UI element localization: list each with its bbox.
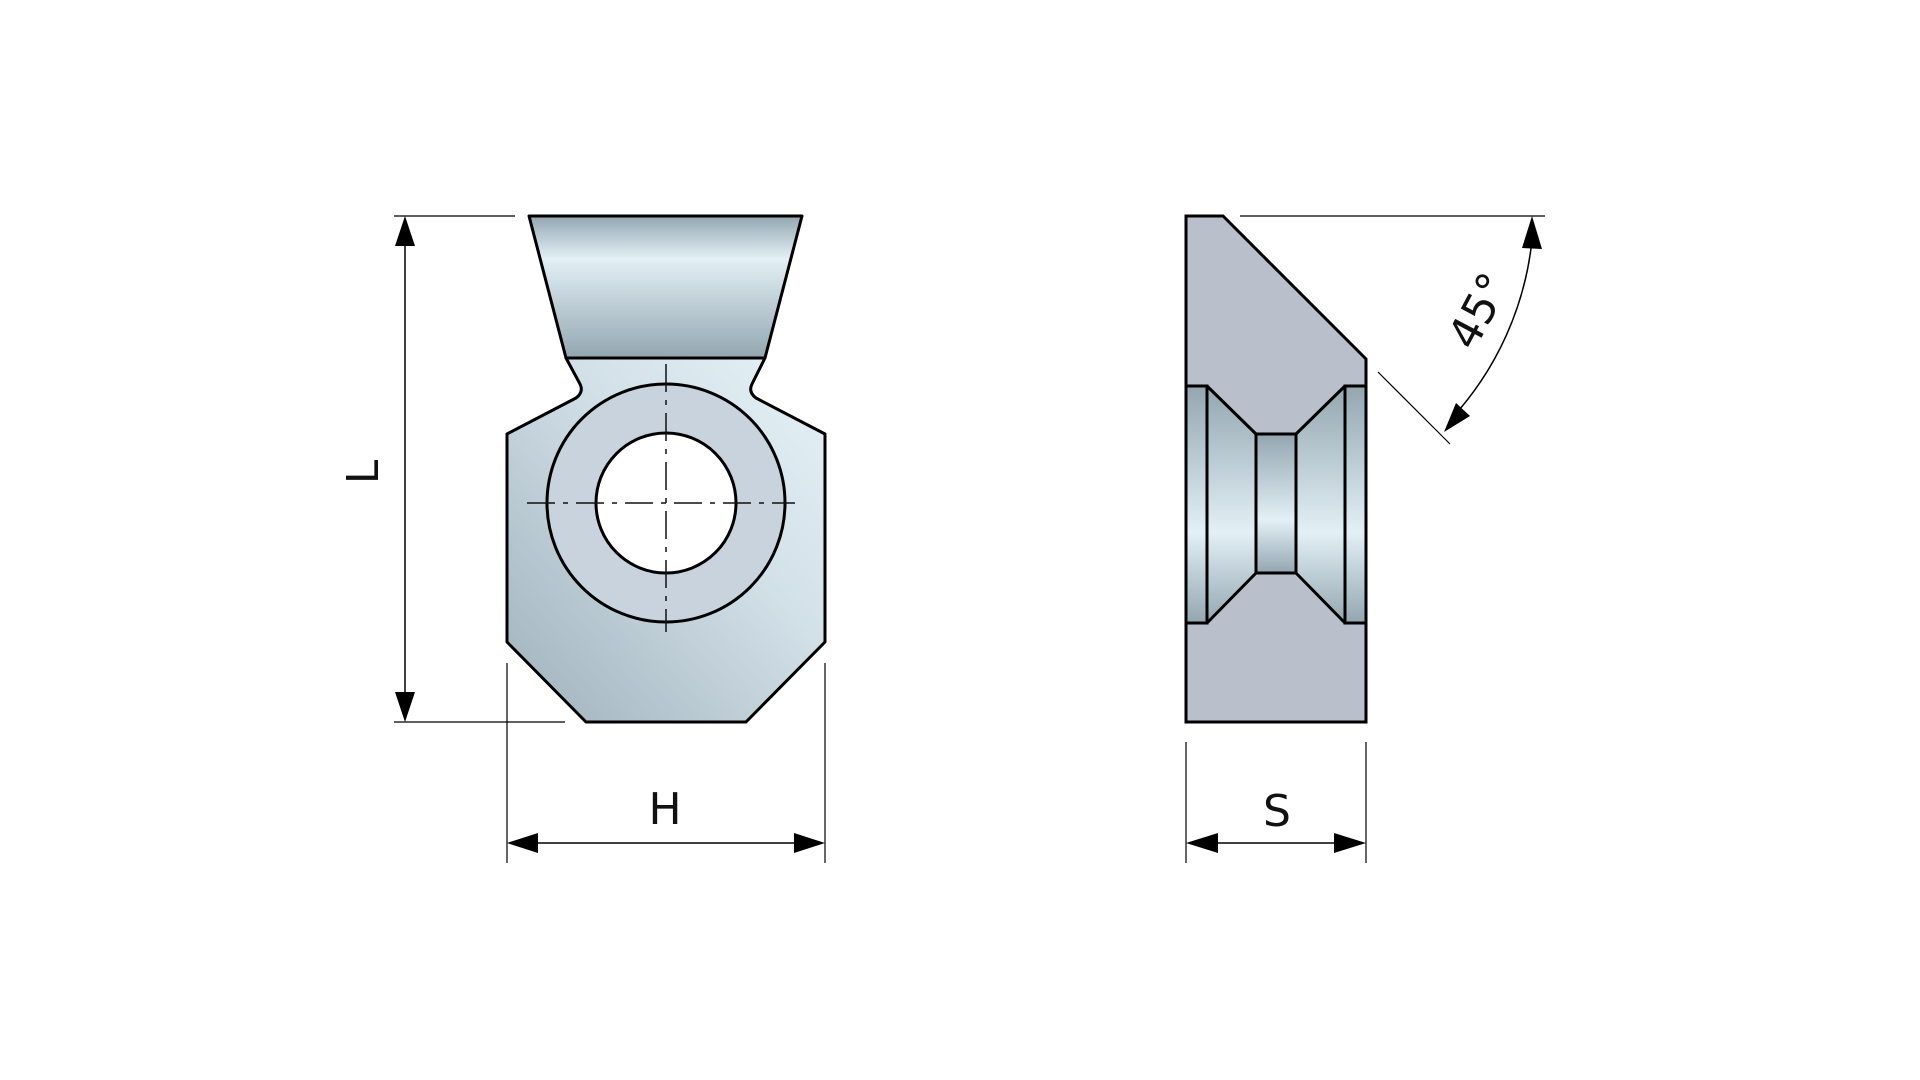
dimension-label-s: S	[1263, 786, 1291, 837]
dimension-label-h: H	[648, 784, 681, 835]
angle-label: 45°	[1438, 265, 1520, 358]
bore-band-right	[1343, 384, 1368, 625]
dimension-thickness: S	[1185, 742, 1367, 863]
bore-center	[1254, 432, 1298, 575]
dimension-height: H	[506, 663, 826, 863]
dimension-label-l: L	[338, 459, 389, 484]
dimension-length: L	[338, 215, 565, 723]
front-view	[505, 214, 827, 724]
bore-band-left	[1184, 384, 1209, 625]
side-view	[1184, 214, 1368, 724]
front-cutting-edge	[527, 214, 804, 360]
